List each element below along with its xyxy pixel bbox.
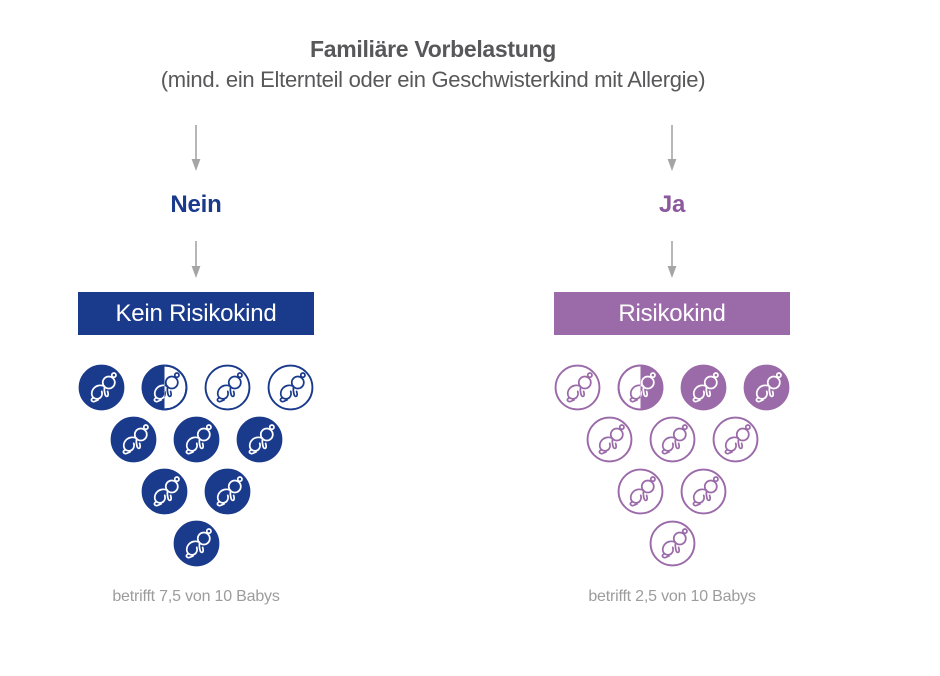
baby-icon-filled — [110, 416, 156, 463]
baby-icon-filled — [173, 520, 219, 567]
baby-icon-outline — [586, 416, 632, 463]
page-subtitle: (mind. ein Elternteil oder ein Geschwist… — [160, 67, 706, 92]
banner-risikokind: Risikokind — [554, 292, 790, 335]
baby-icon-filled — [743, 364, 790, 411]
down-arrow-icon — [667, 125, 677, 171]
pictogram-row — [141, 468, 251, 515]
column-no-family-history: Nein Kein Risikokind betrifft 7,5 von 10… — [78, 0, 314, 676]
pictogram-row — [617, 468, 727, 515]
pictogram-row — [586, 416, 759, 463]
baby-icon-outline — [680, 468, 727, 515]
baby-icon-half — [141, 364, 188, 411]
column-family-history: Ja Risikokind betrifft 2,5 von 10 Babys — [554, 0, 790, 676]
down-arrow-icon — [667, 241, 677, 278]
pictogram-row — [649, 520, 696, 567]
baby-icon-filled — [204, 468, 251, 515]
baby-icon-outline — [204, 364, 251, 411]
title-block: Familiäre Vorbelastung (mind. ein Eltern… — [0, 36, 866, 93]
baby-icon-outline — [617, 468, 664, 515]
baby-icon-outline — [267, 364, 314, 411]
baby-icon-outline — [554, 364, 601, 411]
pictogram-row — [173, 520, 220, 567]
down-arrow-icon — [191, 241, 201, 278]
baby-pictogram-pyramid — [554, 364, 790, 567]
caption-risk: betrifft 2,5 von 10 Babys — [588, 588, 756, 605]
caption-no-risk: betrifft 7,5 von 10 Babys — [112, 588, 280, 605]
pictogram-row — [554, 364, 790, 411]
pictogram-row — [110, 416, 283, 463]
baby-icon-filled — [680, 364, 727, 411]
banner-kein-risikokind: Kein Risikokind — [78, 292, 314, 335]
answer-label-ja: Ja — [658, 191, 686, 218]
answer-label-nein: Nein — [170, 191, 222, 218]
pictogram-row — [78, 364, 314, 411]
baby-icon-half — [617, 364, 664, 411]
down-arrow-icon — [191, 125, 201, 171]
baby-icon-filled — [173, 416, 219, 463]
baby-icon-outline — [649, 416, 695, 463]
baby-icon-outline — [712, 416, 758, 463]
page-title: Familiäre Vorbelastung — [309, 36, 557, 62]
baby-icon-outline — [649, 520, 695, 567]
baby-icon-filled — [78, 364, 125, 411]
baby-icon-filled — [236, 416, 282, 463]
baby-icon-filled — [141, 468, 188, 515]
baby-pictogram-pyramid — [78, 364, 314, 567]
